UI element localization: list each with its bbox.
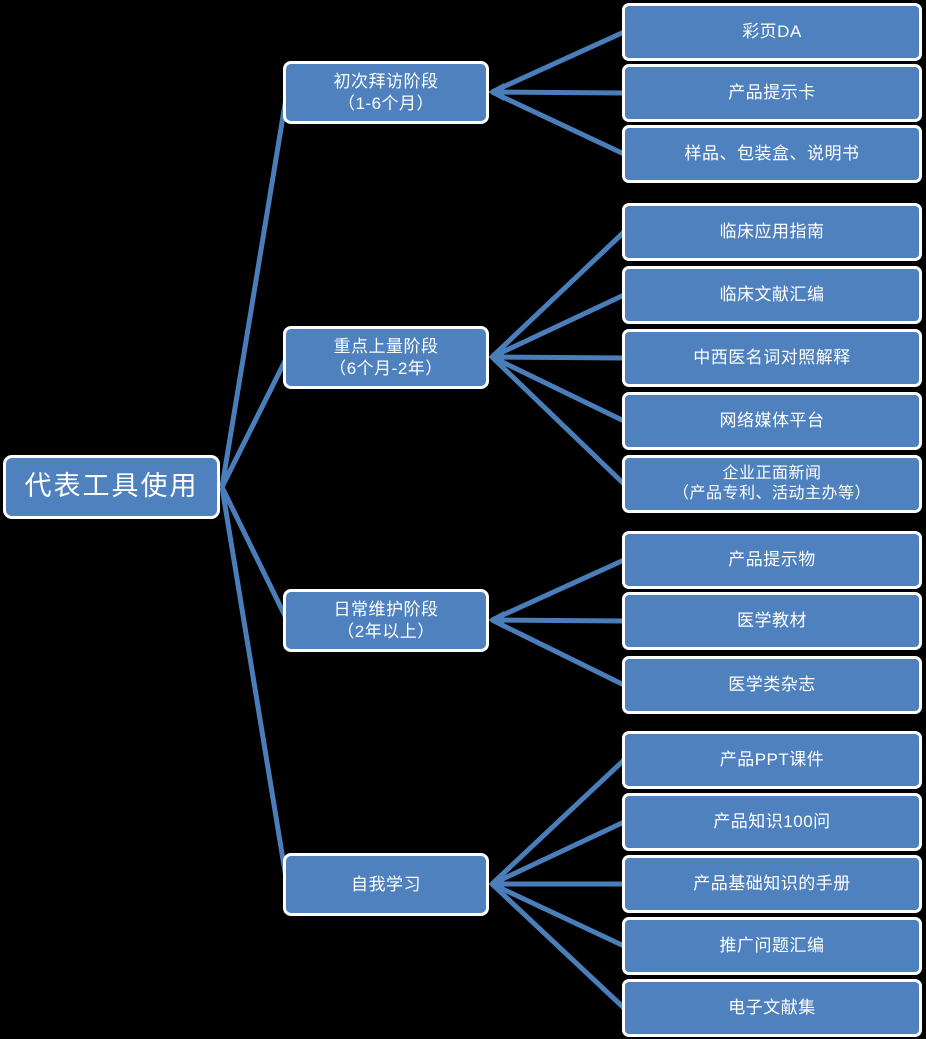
stage-node-label: 重点上量阶段 （6个月-2年） [329, 337, 443, 378]
leaf-node[interactable]: 产品提示物 [622, 531, 922, 589]
leaf-node[interactable]: 电子文献集 [622, 979, 922, 1037]
leaf-node[interactable]: 医学教材 [622, 592, 922, 650]
arrowhead-stage-2 [488, 348, 504, 366]
leaf-node-label: 产品知识100问 [713, 812, 831, 832]
connector-stage2-leaf4 [490, 354, 626, 424]
leaf-node-label: 产品提示物 [728, 550, 816, 570]
leaf-node-label: 医学教材 [737, 611, 807, 631]
stage-node-daily-maintenance[interactable]: 日常维护阶段 （2年以上） [283, 589, 489, 652]
stage-node-label: 自我学习 [351, 874, 421, 894]
connector-stage4-leaf5 [490, 882, 626, 1010]
stage-node-self-study[interactable]: 自我学习 [283, 853, 489, 916]
leaf-node-label: 企业正面新闻 （产品专利、活动主办等） [672, 465, 871, 502]
leaf-node[interactable]: 企业正面新闻 （产品专利、活动主办等） [622, 455, 922, 513]
leaf-node-label: 样品、包装盒、说明书 [684, 144, 860, 164]
leaf-node-label: 中西医名词对照解释 [693, 348, 851, 368]
connector-root-to-stage-4 [219, 486, 290, 885]
connector-root-to-stage-2 [219, 355, 290, 489]
leaf-node[interactable]: 医学类杂志 [622, 656, 922, 714]
leaf-node[interactable]: 产品提示卡 [622, 64, 922, 122]
leaf-node[interactable]: 临床应用指南 [622, 203, 922, 261]
leaf-node[interactable]: 推广问题汇编 [622, 917, 922, 975]
connector-stage2-leaf3 [491, 354, 625, 361]
connector-root-to-stage-1 [219, 91, 290, 488]
leaf-node-label: 推广问题汇编 [719, 936, 825, 956]
leaf-node[interactable]: 网络媒体平台 [622, 392, 922, 450]
leaf-node[interactable]: 产品PPT课件 [622, 731, 922, 789]
leaf-node[interactable]: 中西医名词对照解释 [622, 329, 922, 387]
leaf-node-label: 电子文献集 [728, 998, 816, 1018]
leaf-node-label: 临床文献汇编 [719, 285, 825, 305]
leaf-node[interactable]: 产品知识100问 [622, 793, 922, 851]
root-node[interactable]: 代表工具使用 [3, 455, 220, 519]
leaf-node[interactable]: 彩页DA [622, 3, 922, 61]
leaf-node[interactable]: 产品基础知识的手册 [622, 855, 922, 913]
leaf-node[interactable]: 临床文献汇编 [622, 266, 922, 324]
leaf-node-label: 产品PPT课件 [719, 750, 825, 770]
stage-node-first-visit[interactable]: 初次拜访阶段 （1-6个月） [283, 61, 489, 124]
connector-stage4-leaf4 [490, 881, 626, 949]
leaf-node-label: 彩页DA [742, 22, 802, 42]
leaf-node-label: 临床应用指南 [719, 222, 825, 242]
connector-root-to-stage-3 [219, 485, 290, 622]
connector-stage4-leaf2 [490, 819, 626, 887]
arrowhead-stage-1 [488, 83, 504, 101]
connector-stage1-leaf2 [491, 89, 625, 96]
leaf-node[interactable]: 样品、包装盒、说明书 [622, 125, 922, 183]
root-node-label: 代表工具使用 [24, 471, 199, 502]
arrowhead-stage-4 [488, 875, 504, 893]
stage-node-label: 初次拜访阶段 （1-6个月） [333, 72, 439, 113]
connector-stage2-leaf5 [490, 355, 626, 486]
connector-stage3-leaf2 [491, 617, 625, 624]
connector-stage2-leaf1 [490, 230, 626, 359]
connector-stage3-leaf1 [490, 557, 626, 623]
leaf-node-label: 医学类杂志 [728, 675, 816, 695]
connector-stage2-leaf2 [490, 292, 626, 360]
stage-node-key-volume[interactable]: 重点上量阶段 （6个月-2年） [283, 326, 489, 389]
stage-node-label: 日常维护阶段 （2年以上） [333, 600, 439, 641]
leaf-node-label: 产品提示卡 [728, 83, 816, 103]
connector-stage1-leaf3 [490, 89, 626, 157]
leaf-node-label: 产品基础知识的手册 [693, 874, 851, 894]
leaf-node-label: 网络媒体平台 [719, 411, 825, 431]
arrowhead-stage-3 [488, 611, 504, 629]
connector-stage4-leaf1 [490, 758, 626, 886]
connector-stage3-leaf3 [490, 617, 626, 688]
connector-stage1-leaf1 [490, 29, 626, 95]
